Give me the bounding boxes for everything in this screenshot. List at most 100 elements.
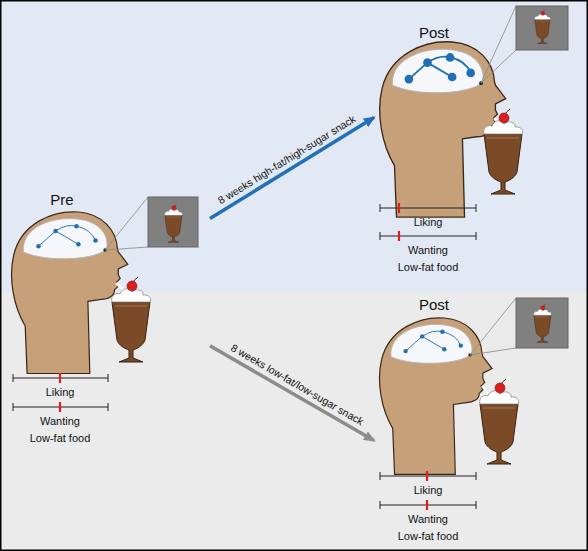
post-head-low-part — [380, 318, 493, 475]
post-head-low-part — [406, 331, 461, 351]
post-head-low-part-part — [442, 332, 460, 346]
rating-marker-part — [426, 500, 428, 510]
zoom-inset — [516, 6, 568, 50]
arrow-label: 8 weeks high-fat/high-sugar snack — [216, 114, 358, 207]
pre-head-part-part — [77, 226, 96, 240]
post-head-low-part — [403, 330, 463, 354]
leader-line — [470, 298, 516, 355]
figure-panel: Post — [378, 293, 503, 473]
pre-head-part — [39, 225, 96, 246]
leader-line — [481, 50, 516, 83]
pre-head-part — [36, 224, 98, 249]
figure-panel: Post — [378, 22, 503, 217]
scale-label: Wanting — [40, 415, 80, 427]
zoom-inset — [516, 298, 568, 348]
inset-milkshake — [535, 10, 551, 44]
post-head-low-part-part — [403, 349, 407, 353]
pre-head-part — [12, 212, 128, 374]
rating-marker-part — [398, 203, 400, 213]
top-band — [0, 0, 588, 292]
scale-label: Liking — [414, 216, 443, 228]
milkshake — [480, 379, 519, 464]
pre-head-part-part — [76, 242, 81, 247]
post-head-high-part — [409, 57, 471, 79]
treatment-arrow — [210, 346, 374, 441]
pre-head-part-part — [93, 238, 98, 243]
rating-scale-part — [380, 472, 381, 480]
pre-head-part-part — [74, 224, 79, 229]
rating-marker-part — [59, 373, 61, 383]
post-head-high-part — [392, 49, 483, 93]
post-head-low-part-part — [422, 331, 442, 336]
scale-label: Low-fat food — [30, 432, 91, 444]
pre-head-part-part — [56, 225, 77, 231]
pre-head-part — [23, 219, 107, 259]
rating-marker-part — [59, 402, 61, 412]
rating-scale-part — [476, 472, 477, 480]
rating-marker — [60, 203, 427, 510]
straw — [482, 386, 488, 393]
pre-head — [12, 212, 128, 374]
panel-heading: Post — [419, 25, 449, 42]
scale-label: Liking — [46, 386, 75, 398]
post-head-low — [380, 318, 493, 475]
rating-scale-part — [108, 374, 109, 382]
scale-label: Low-fat food — [398, 530, 459, 542]
post-head-low-part-part — [459, 343, 463, 347]
scale-label: Wanting — [408, 513, 448, 525]
post-head-low-part-part — [406, 336, 423, 351]
pre-head-part-part — [56, 231, 79, 244]
post-head-high-part-part — [405, 75, 414, 84]
rating-scale-part — [13, 374, 14, 382]
rating-marker-part — [398, 231, 400, 241]
rating-scale-part — [380, 236, 476, 237]
post-head-low-part-part — [420, 334, 424, 338]
rating-marker-part — [426, 471, 428, 481]
post-head-high-part-part — [448, 73, 457, 82]
post-head-low-part — [391, 324, 472, 363]
inset-milkshake — [534, 304, 552, 342]
panel-heading: Pre — [50, 192, 73, 209]
leader-line — [481, 6, 516, 83]
rating-scale-part — [108, 403, 109, 411]
scale-label: Liking — [414, 484, 443, 496]
leader-line — [105, 197, 148, 250]
rating-scale-part — [380, 501, 381, 509]
rating-scale-part — [380, 232, 381, 240]
rating-scale-part — [380, 208, 476, 209]
leader-line — [105, 247, 148, 250]
scale-label: Wanting — [408, 244, 448, 256]
rating-scale — [13, 204, 476, 509]
rating-scale-part — [476, 501, 477, 509]
milkshake — [484, 109, 523, 194]
inset-milkshake — [165, 204, 183, 242]
post-head-low-part-part — [422, 336, 444, 349]
rating-scale-part — [13, 403, 14, 411]
post-head-low-part-part — [442, 347, 446, 351]
post-head-high-part-part — [446, 53, 455, 62]
post-head-high-part-part — [423, 58, 432, 67]
post-head-high-part — [405, 53, 475, 83]
pre-head-part-part — [36, 244, 41, 249]
milkshake — [112, 277, 151, 362]
leader-line — [470, 348, 516, 355]
post-head-low-part-part — [440, 330, 444, 334]
rating-scale-part — [476, 232, 477, 240]
arrow-label: 8 weeks low-fat/low-sugar snack — [228, 343, 365, 429]
zoom-inset — [148, 197, 198, 247]
rating-scale-part — [476, 204, 477, 212]
pre-head-part-part — [53, 229, 58, 234]
panel-heading: Post — [419, 297, 449, 314]
rating-scale-part — [380, 204, 381, 212]
pre-head-part-part — [39, 231, 56, 246]
figure-panel: Pre — [10, 190, 200, 380]
scale-label: Low-fat food — [398, 261, 459, 273]
post-head-high-part-part — [466, 69, 475, 78]
